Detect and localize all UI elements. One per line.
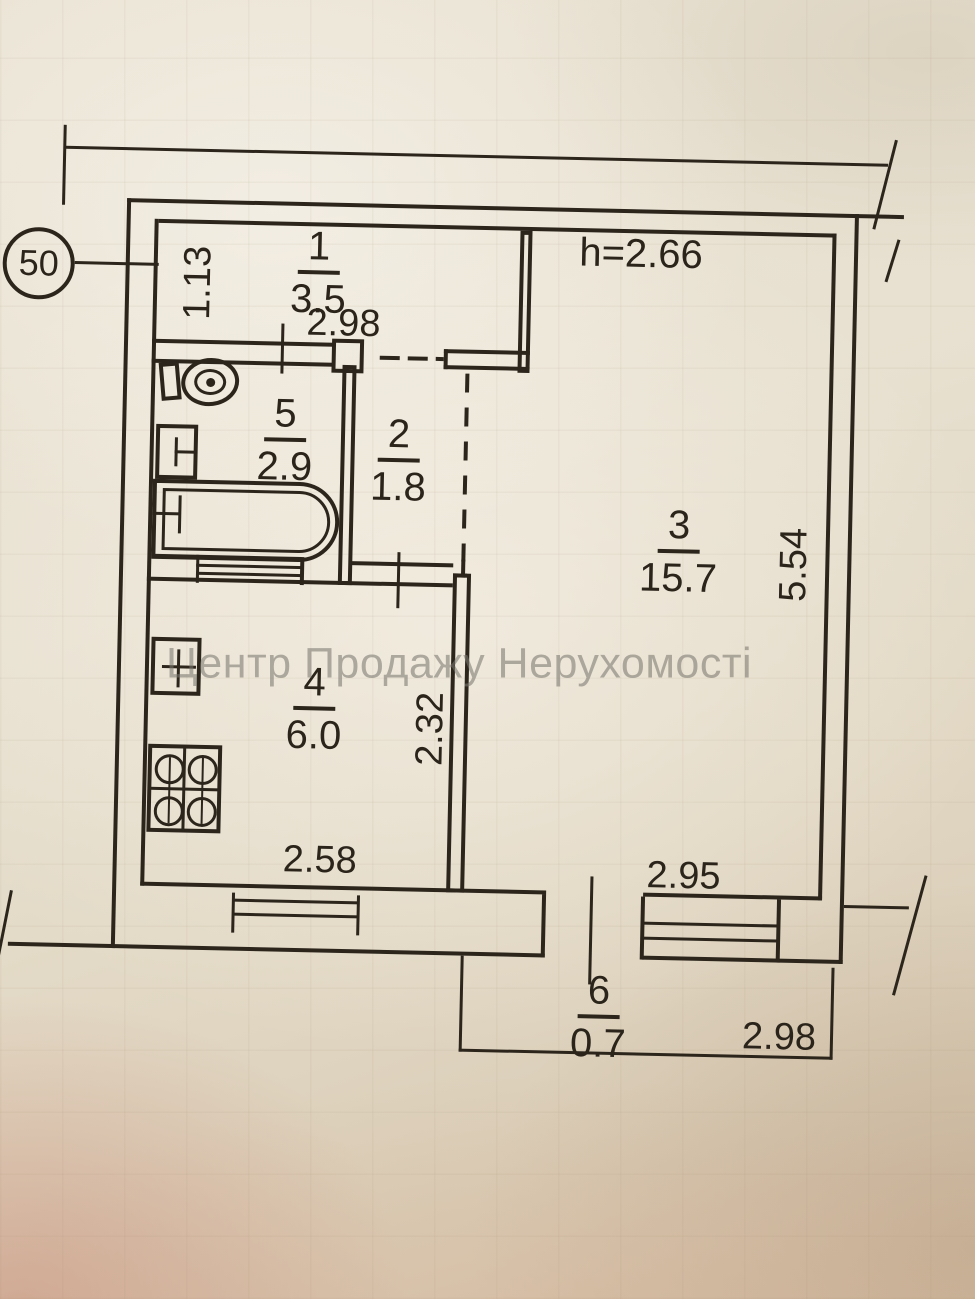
room-number: 6 (577, 968, 621, 1020)
dimension-extension (843, 904, 909, 910)
dimension-tick (892, 875, 928, 996)
dimension-tick (884, 239, 901, 283)
dimension-label: 2.32 (408, 691, 452, 767)
balcony-outline (458, 955, 464, 1052)
room-label-corridor: 2 1.8 (369, 412, 428, 510)
room-area: 2.9 (256, 444, 313, 490)
room-area: 1.8 (369, 464, 427, 510)
room-number: 1 (297, 224, 341, 275)
interior-wall (443, 349, 448, 370)
dimension-extension (858, 214, 904, 220)
room-label-bathroom: 5 2.9 (256, 391, 314, 490)
room-label-living-room: 3 15.7 (638, 503, 719, 602)
unit-number-circle: 50 (1, 226, 76, 301)
dimension-tick (0, 890, 13, 958)
ceiling-height-label: h=2.66 (578, 230, 704, 278)
dimension-label: 2.98 (741, 1015, 817, 1059)
dimension-label: 2.98 (306, 301, 381, 346)
doorway-dash (435, 356, 444, 362)
watermark: Центр Продажу Нерухомості (166, 639, 753, 688)
top-dimension-line (65, 145, 889, 167)
bathtub-icon (161, 488, 331, 554)
room-number: 3 (657, 503, 701, 554)
room-area: 0.7 (569, 1021, 627, 1067)
washbasin-icon (174, 450, 197, 454)
dimension-label: 2.95 (646, 854, 721, 898)
dimension-label: 2.58 (282, 838, 358, 882)
doorway-dash (407, 356, 428, 361)
doorway-dash (379, 355, 400, 361)
unit-number: 50 (18, 241, 60, 284)
room-number: 2 (377, 412, 421, 463)
room-area: 15.7 (638, 555, 718, 602)
room-number: 5 (263, 391, 308, 443)
dimension-label: 1.13 (176, 245, 220, 321)
dimension-tick (62, 124, 67, 205)
washbasin-icon (174, 437, 178, 467)
room-label-balcony: 6 0.7 (569, 968, 628, 1067)
toilet-icon (158, 361, 182, 401)
dimension-label: 5.54 (772, 527, 816, 603)
balcony-outline (829, 967, 835, 1060)
room-area: 6.0 (285, 712, 342, 758)
